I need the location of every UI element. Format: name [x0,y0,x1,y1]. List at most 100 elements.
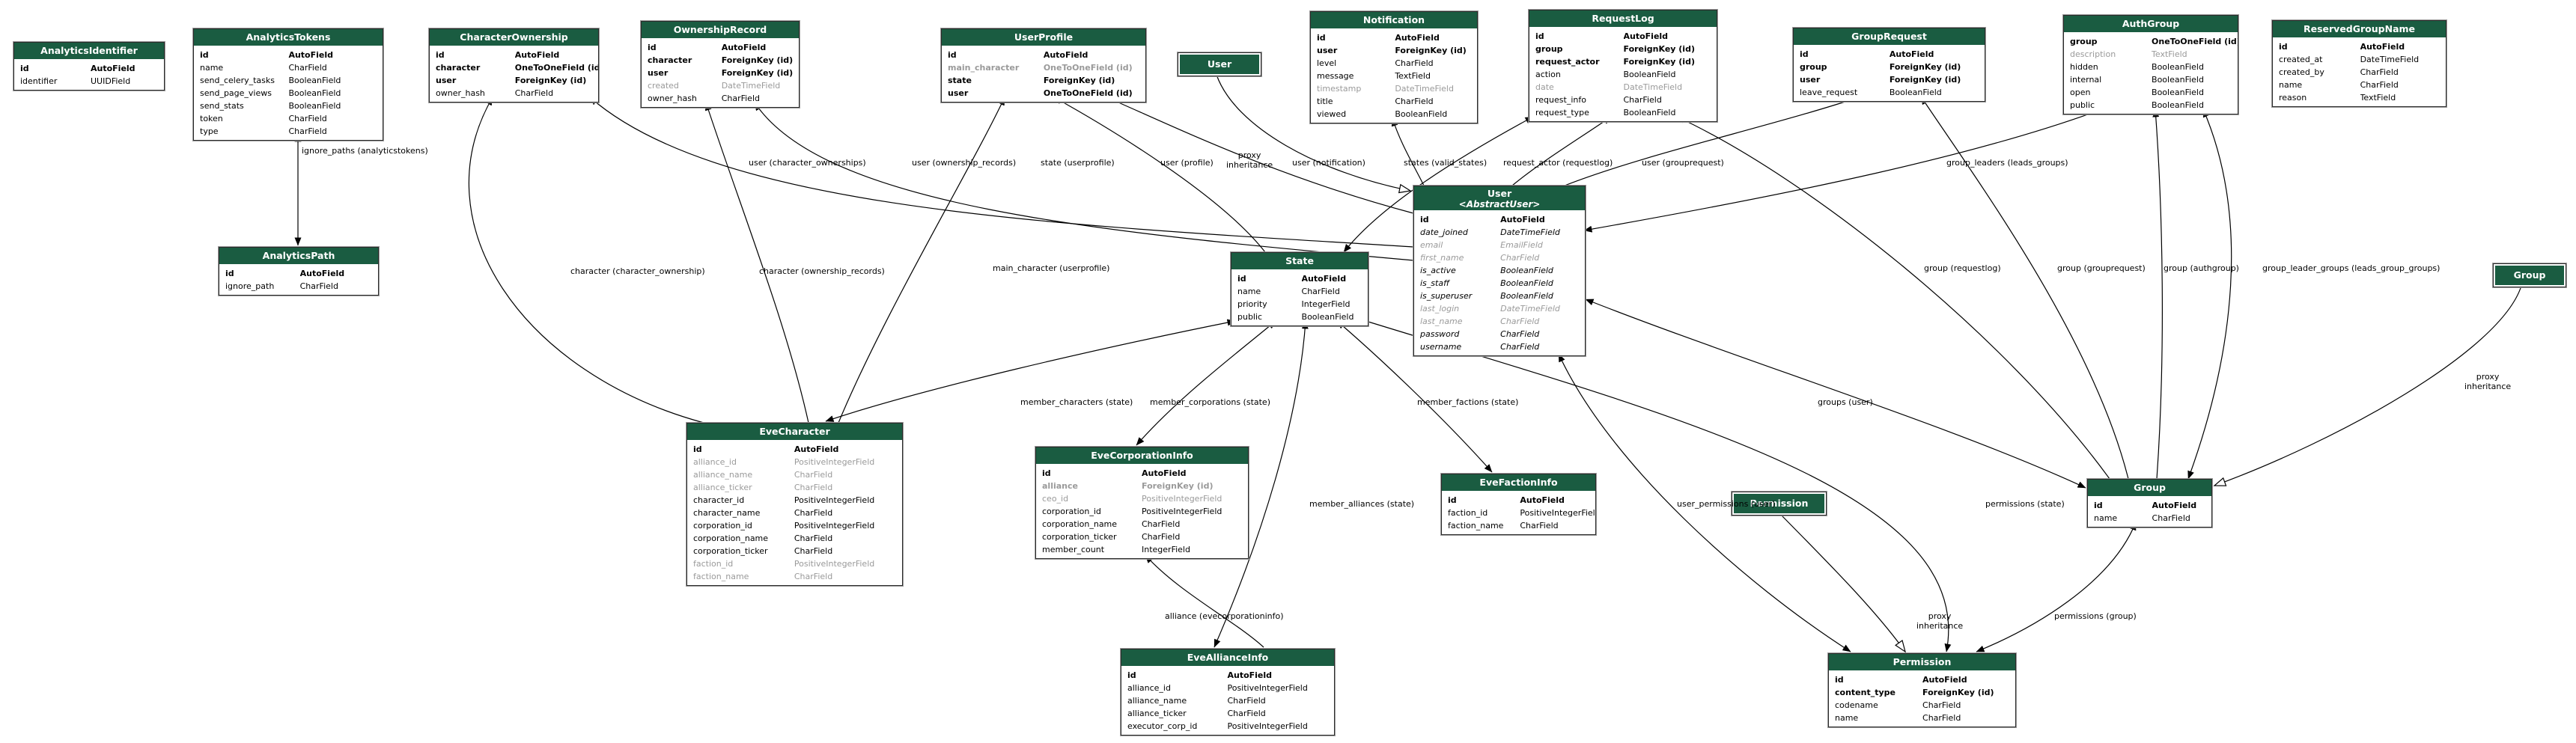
field-name: owner_hash [436,88,485,98]
field-type: OneToOneField (id) [514,63,598,73]
field-name: character [436,63,481,73]
field-type: CharField [794,533,833,543]
edge-group-permission-permissions [1976,522,2137,652]
field-name: name [200,63,224,73]
entity-title: Permission [1829,654,2015,672]
entity-title: EveAllianceInfo [1121,649,1334,667]
field-type: CharField [794,572,833,581]
field-type: CharField [1500,317,1540,326]
field-name: codename [1835,700,1878,710]
field-name: timestamp [1317,84,1362,94]
field-name: id [1420,215,1429,224]
entity-title: Notification [1311,12,1477,30]
field-name: id [2094,501,2103,510]
field-name: user [436,76,457,85]
field-type: CharField [794,470,833,480]
field-type: PositiveIntegerField [1227,721,1308,731]
field-name: created_by [2279,67,2324,77]
field-type: DateTimeField [1500,227,1560,237]
field-type: DateTimeField [2360,55,2420,64]
field-name: id [1127,670,1136,680]
field-name: corporation_id [1042,507,1101,516]
field-name: corporation_ticker [693,546,768,556]
field-name: leave_request [1800,88,1858,97]
entity-title: ReservedGroupName [2273,21,2446,39]
field-name: action [1535,70,1561,79]
edge-user-authgroup-group_leaders [1583,108,2103,233]
field-name: date [1535,82,1554,92]
field-type: CharField [2360,80,2399,90]
field-name: priority [1237,299,1267,309]
field-name: email [1420,240,1443,250]
field-type: PositiveIntegerField [1142,494,1222,504]
field-type: CharField [1623,95,1662,105]
entity-title-text: AnalyticsIdentifier [40,45,138,56]
field-type: TextField [2152,49,2187,59]
entity-subtitle-text: <AbstractUser> [1458,199,1541,210]
field-name: request_info [1535,95,1586,105]
field-name: created [648,81,679,91]
field-name: alliance_ticker [693,483,752,492]
field-type: ForeignKey (id) [1889,62,1961,72]
field-name: first_name [1420,253,1464,263]
field-name: alliance_id [693,457,737,467]
entity-title: GroupRequest [1794,28,1985,46]
entity-title: EveCorporationInfo [1036,447,1248,465]
field-type: AutoField [1520,495,1565,505]
proxy-model-user-proxy: User [1178,52,1261,76]
field-name: main_character [948,63,1020,73]
field-name: id [2279,42,2288,52]
field-type: DateTimeField [1623,82,1683,92]
edge-label: member_alliances (state) [1309,499,1415,509]
field-type: BooleanField [1889,88,1942,97]
field-type: AutoField [288,50,333,60]
field-type: BooleanField [1395,109,1448,119]
field-type: PositiveIntegerField [794,521,875,531]
field-row: public BooleanField [2064,99,2238,111]
entity-title-text: Permission [1893,656,1952,667]
entity-title-text: EveCorporationInfo [1091,450,1193,461]
field-type: ForeignKey (id) [1395,46,1467,55]
field-name: executor_corp_id [1127,721,1198,731]
field-type: AutoField [91,64,136,73]
field-type: BooleanField [2152,100,2204,110]
field-type: CharField [1500,329,1540,339]
field-name: public [2070,100,2095,110]
field-type: CharField [288,126,327,136]
edge-label: character (ownership_records) [759,266,885,276]
field-name: ignore_path [225,281,275,291]
entity-title-text: UserProfile [1014,31,1074,43]
field-name: character_id [693,495,745,505]
field-name: last_name [1420,317,1463,326]
edge-label: ignore_paths (analyticstokens) [302,146,428,156]
field-type: ForeignKey (id) [1889,75,1961,85]
field-row: executor_corp_id PositiveIntegerField [1121,720,1334,733]
